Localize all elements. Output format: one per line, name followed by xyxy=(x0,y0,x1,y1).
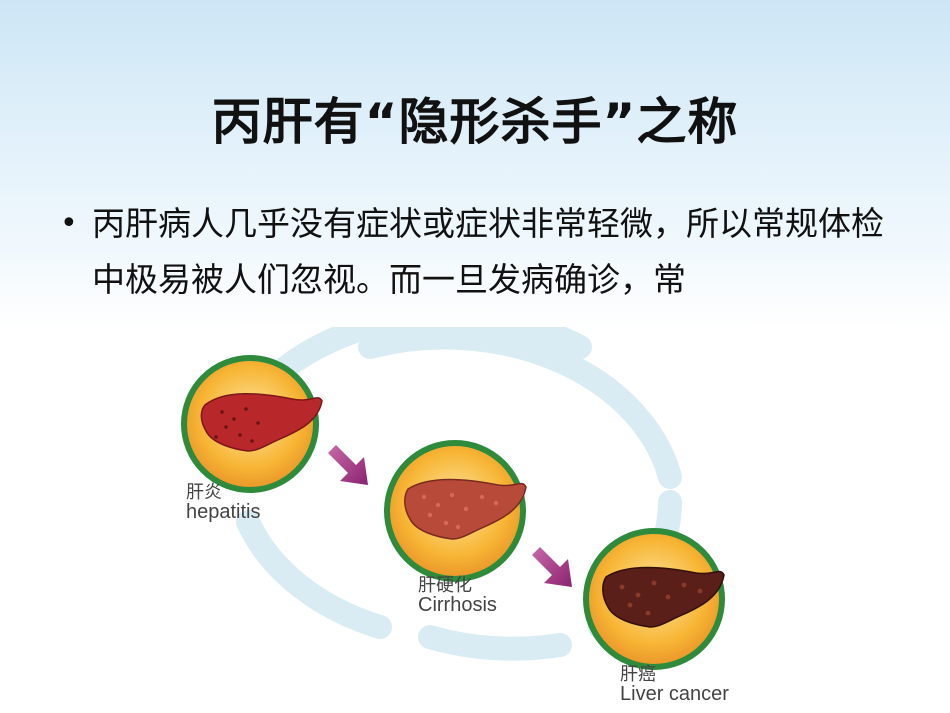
stage-label-cn: 肝炎 xyxy=(186,482,222,502)
stage-label-en: Liver cancer xyxy=(620,683,729,705)
stage-label-cirrhosis: 肝硬化 Cirrhosis xyxy=(418,575,497,615)
liver-disease-diagram: 肝炎 hepatitis 肝硬化 Cirrhosis 肝癌 Liver canc… xyxy=(0,327,950,713)
stage-label-en: hepatitis xyxy=(186,501,261,523)
stage-label-liver-cancer: 肝癌 Liver cancer xyxy=(620,664,729,704)
bullet-text: 丙肝病人几乎没有症状或症状非常轻微，所以常规体检中极易被人们忽视。而一旦发病确诊… xyxy=(92,204,884,299)
cirrhosis-liver-icon xyxy=(384,440,527,582)
stage-label-cn: 肝癌 xyxy=(620,664,656,684)
arrow-1-icon xyxy=(328,445,368,485)
stage-label-hepatitis: 肝炎 hepatitis xyxy=(186,482,261,522)
bullet-item: • 丙肝病人几乎没有症状或症状非常轻微，所以常规体检中极易被人们忽视。而一旦发病… xyxy=(60,196,900,308)
arrow-2-icon xyxy=(532,547,572,587)
slide-title: 丙肝有“隐形杀手”之称 xyxy=(211,93,739,151)
hepatitis-liver-icon xyxy=(181,355,323,493)
stage-label-cn: 肝硬化 xyxy=(418,575,472,595)
bullet-marker: • xyxy=(60,206,78,241)
liver-cancer-icon xyxy=(583,528,725,670)
diagram-graphic xyxy=(181,327,725,670)
stage-label-en: Cirrhosis xyxy=(418,594,497,616)
